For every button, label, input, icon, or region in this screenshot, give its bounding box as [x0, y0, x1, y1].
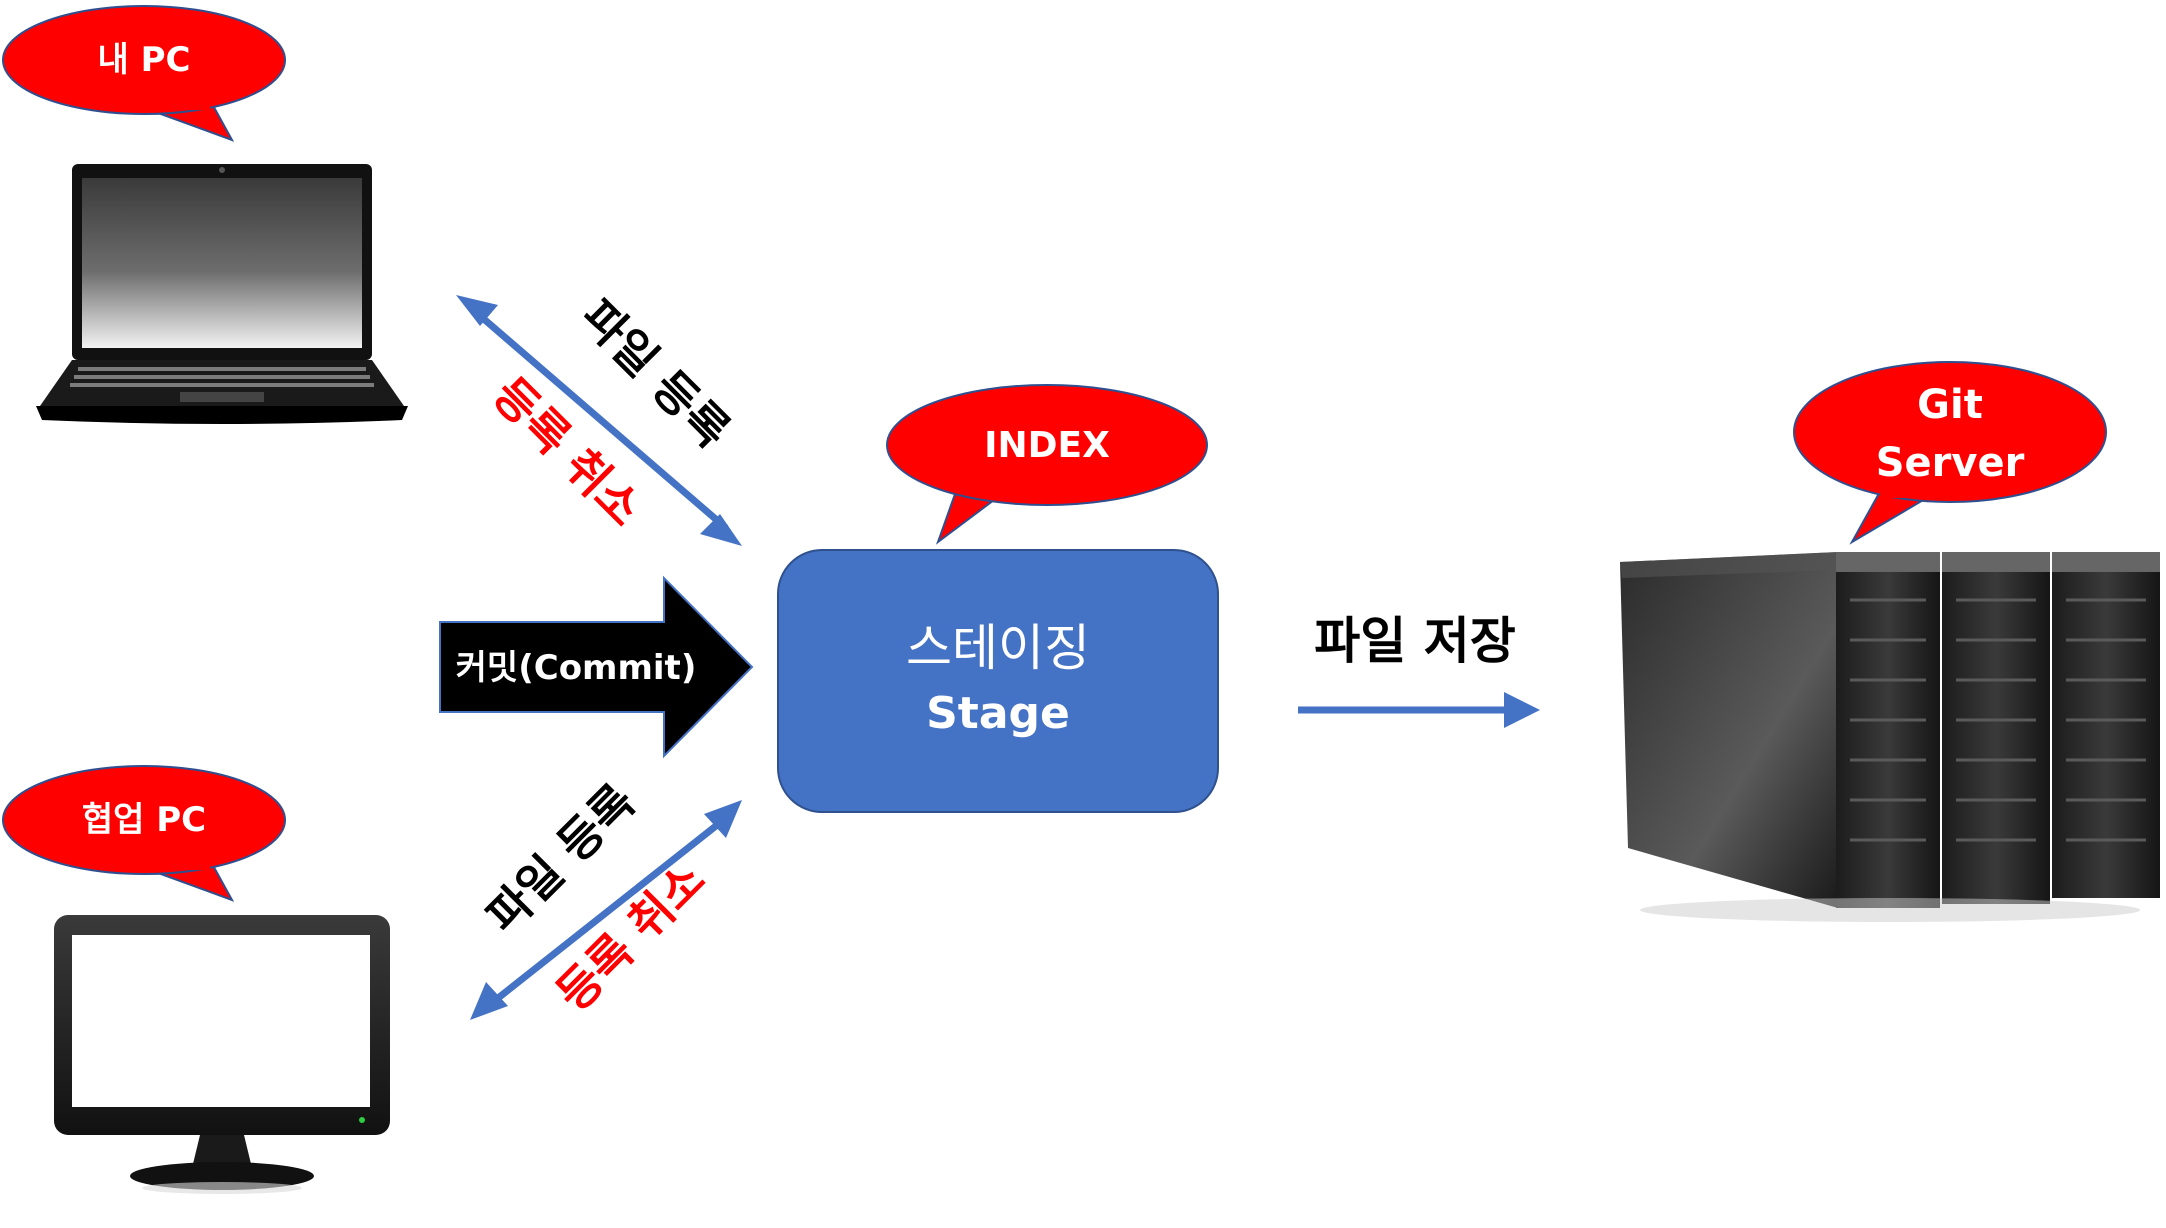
bubble-index: INDEX	[886, 384, 1208, 545]
stage-title-ko: 스테이징	[906, 619, 1090, 677]
bubble-server-label: Server	[1876, 440, 2025, 486]
monitor-icon	[54, 915, 390, 1194]
bubble-collab-pc: 협업 PC	[2, 765, 286, 902]
stage-box: 스테이징 Stage	[777, 549, 1219, 813]
upper-add-label: 파일 등록	[571, 289, 740, 458]
commit-arrow: 커밋(Commit)	[439, 575, 754, 759]
lower-double-arrow: 파일 등록 등록 취소	[470, 774, 742, 1021]
server-rack-icon	[1620, 552, 2160, 922]
bubble-collab-pc-label: 협업 PC	[82, 800, 206, 840]
bubble-index-label: INDEX	[984, 425, 1110, 466]
commit-label: 커밋(Commit)	[456, 648, 697, 688]
bubble-my-pc: 내 PC	[2, 5, 286, 142]
bubble-git-server: Git Server	[1793, 361, 2107, 545]
save-label: 파일 저장	[1314, 612, 1515, 670]
stage-title-en: Stage	[926, 688, 1070, 739]
bubble-my-pc-label: 내 PC	[98, 40, 191, 80]
save-arrow: 파일 저장	[1298, 612, 1540, 728]
bubble-git-label: Git	[1917, 382, 1983, 428]
laptop-icon	[36, 164, 408, 424]
upper-double-arrow: 파일 등록 등록 취소	[456, 289, 742, 546]
